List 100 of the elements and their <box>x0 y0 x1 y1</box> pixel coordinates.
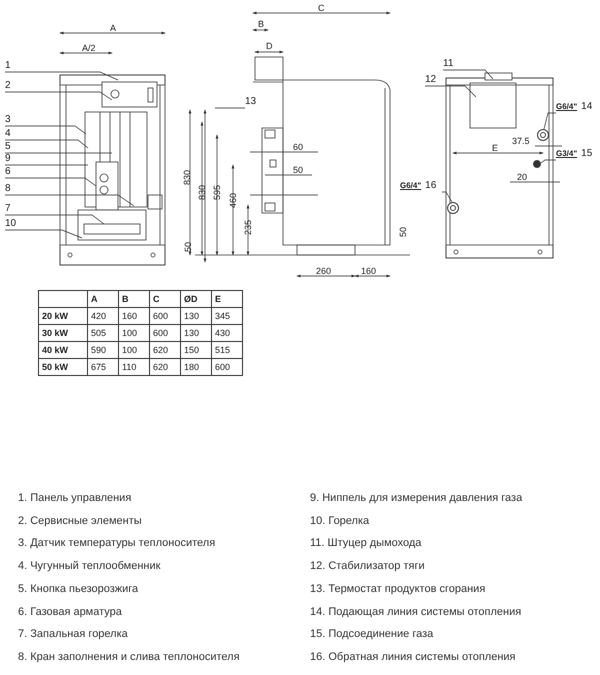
dimension-label: D <box>266 41 272 51</box>
legend-item-text: 6. Газовая арматура <box>18 606 122 618</box>
pipe-connection <box>533 160 541 168</box>
legend-item-text: 2. Сервисные элементы <box>18 514 142 528</box>
dimension-label: 260 <box>316 266 332 276</box>
leader-line <box>4 92 112 100</box>
legend-item-text: 3. Датчик температуры теплоносителя <box>18 537 216 550</box>
callout-number: 7 <box>5 203 11 215</box>
dimension-label: 160 <box>361 266 376 276</box>
leader-line <box>4 194 134 206</box>
dimension-label: B <box>258 19 264 29</box>
row-header-cell: 50 kW <box>38 358 88 376</box>
legend-item-text: 1. Панель управления <box>18 492 132 505</box>
callout-number: 9 <box>5 153 11 165</box>
table-cell: 590 <box>88 342 118 358</box>
dimension-label: E <box>492 143 498 153</box>
callout-number: 1 <box>5 60 11 72</box>
callout-number: 8 <box>5 183 11 195</box>
pipe-connection <box>537 129 549 141</box>
legend-item-text: 12. Стабилизатор тяги <box>310 560 425 574</box>
callout-number: 2 <box>5 80 11 92</box>
table-cell: 430 <box>212 324 242 342</box>
legend-item-text: 13. Термостат продуктов сгорания <box>310 582 486 596</box>
legend-item-text: 9. Ниппель для измерения давления газа <box>310 492 522 505</box>
callout-number: 15 <box>581 148 592 160</box>
table-cell: 420 <box>88 308 118 324</box>
table-header-cell: A <box>88 290 118 308</box>
legend-item-text: 14. Подающая линия системы отопления <box>310 606 522 618</box>
dimension-label: 595 <box>212 184 222 200</box>
leader-line <box>540 160 556 164</box>
callout-number: 4 <box>5 128 11 140</box>
table-cell: 130 <box>180 324 212 342</box>
table-cell: 505 <box>88 324 118 342</box>
legend-item-text: 7. Запальная горелка <box>18 628 128 642</box>
row-header-cell: 30 kW <box>38 324 88 342</box>
table-cell: 180 <box>180 358 212 376</box>
callout-number: 16 <box>425 180 436 192</box>
callout-number: 3 <box>5 114 11 126</box>
legend-item-text: 15. Подсоединение газа <box>310 628 434 642</box>
table-cell: 160 <box>118 308 150 324</box>
legend-item-text: 16. Обратная линия системы отопления <box>310 650 516 664</box>
dimension-label: 50 <box>398 226 408 237</box>
table-cell: 600 <box>150 308 180 324</box>
table-cell: 600 <box>212 358 242 376</box>
thread-size-label: G3/4" <box>556 148 578 160</box>
table-header-cell: B <box>118 290 150 308</box>
pipe-connection <box>447 202 459 214</box>
table-header-cell: E <box>212 290 242 308</box>
leader-line <box>4 178 96 186</box>
table-header-cell: ØD <box>180 290 212 308</box>
dimension-label: 20 <box>517 172 528 182</box>
table-cell: 620 <box>150 358 180 376</box>
callout-number: 11 <box>443 58 454 70</box>
table-cell: 100 <box>118 342 150 358</box>
legend-item-text: 10. Горелка <box>310 514 370 528</box>
dimension-label: 830 <box>182 170 192 185</box>
dimension-label: C <box>318 3 324 13</box>
dimension-label: 50 <box>293 165 304 175</box>
leader-line <box>4 214 104 224</box>
thread-size-label: G6/4" <box>556 101 578 113</box>
leader-line <box>4 140 88 148</box>
table-cell: 600 <box>150 324 180 342</box>
leader-line <box>544 112 556 130</box>
dimension-label: A <box>110 23 116 33</box>
legend-item-text: 5. Кнопка пьезорозжига <box>18 582 138 596</box>
dimension-label: A/2 <box>82 43 96 53</box>
legend-item-text: 4. Чугунный теплообменник <box>18 560 160 574</box>
table-cell: 100 <box>118 324 150 342</box>
leader-line <box>4 72 118 80</box>
table-cell: 675 <box>88 358 118 376</box>
leader-line <box>4 152 112 154</box>
dimension-label: 235 <box>243 220 253 235</box>
thread-size-label: G6/4" <box>400 180 422 192</box>
leader-line <box>4 126 86 134</box>
legend-item-text: 11. Штуцер дымохода <box>310 537 422 550</box>
dimension-label: 37.5 <box>512 136 530 146</box>
callout-number: 6 <box>5 166 11 178</box>
leader-line <box>4 164 88 166</box>
callout-number: 12 <box>425 74 436 86</box>
leader-line <box>442 192 452 202</box>
callout-number: 10 <box>5 218 16 230</box>
legend-item-text: 8. Кран заполнения и слива теплоносителя <box>18 650 240 664</box>
leader-line <box>4 230 82 238</box>
dimension-label: 60 <box>293 142 304 152</box>
row-header-cell: 20 kW <box>38 308 88 324</box>
table-header-cell: C <box>150 290 180 308</box>
table-cell: 620 <box>150 342 180 358</box>
table-cell: 110 <box>118 358 150 376</box>
table-cell: 515 <box>212 342 242 358</box>
row-header-cell: 40 kW <box>38 342 88 358</box>
dimension-label: 830 <box>197 184 207 200</box>
table-cell: 345 <box>212 308 242 324</box>
dimension-label: 460 <box>228 192 238 208</box>
table-cell: 150 <box>180 342 212 358</box>
callout-number: 5 <box>5 141 11 153</box>
leader-line <box>424 86 476 98</box>
dimension-label: 50 <box>183 242 193 252</box>
callout-number: 14 <box>581 101 592 113</box>
leader-line <box>442 70 494 80</box>
table-cell: 130 <box>180 308 212 324</box>
